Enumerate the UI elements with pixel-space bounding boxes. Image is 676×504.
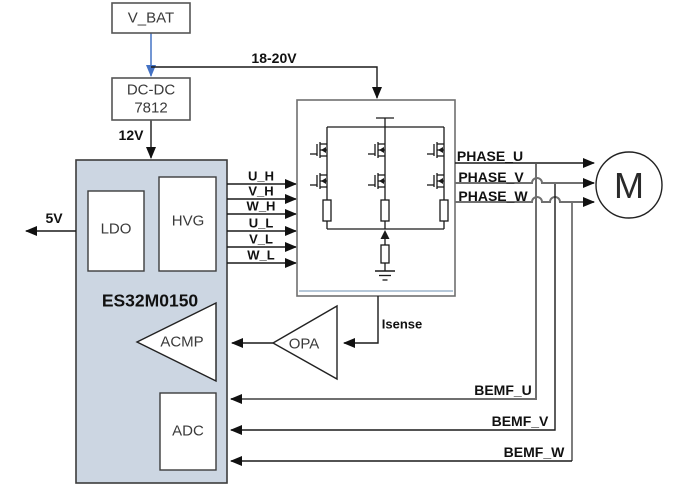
gate-wires [227,179,297,268]
dcdc-box [111,77,191,121]
gate-label-u-l: U_L [248,215,274,231]
motor-circle [595,151,663,219]
gate-label-w-l: W_L [247,247,275,263]
resistor-u [322,199,332,222]
gate-label-w-h: W_H [246,198,276,214]
dcdc-label-line1: DC-DC [126,81,176,99]
opa-label: OPA [288,335,320,353]
rail-12v-label: 12V [118,127,144,143]
gate-label-v-h: V_H [248,183,274,199]
ldo-label: LDO [100,220,132,238]
acmp-label: ACMP [160,333,204,351]
bemf-u-label: BEMF_U [474,382,532,398]
rail-18-20v-wire [151,66,382,99]
acmp-triangle [135,301,217,383]
ldo-box [87,190,145,272]
dcdc-label-line2: 7812 [134,99,168,117]
adc-box [159,392,217,471]
opa-triangle [271,304,338,381]
rail-18-20v-label: 18-20V [251,50,297,66]
vbat-box [111,2,191,34]
isense-wire [343,296,379,348]
phase-w-wire [455,196,595,207]
mosfet-bridge-box [296,99,456,297]
shunt-resistor [380,244,390,264]
resistor-w [439,199,449,222]
bemf-w-label: BEMF_W [503,444,565,460]
hvg-label: HVG [171,212,205,230]
hvg-box [158,176,217,272]
bridge-internals [309,117,449,281]
gate-label-u-h: U_H [247,168,275,184]
bemf-v-wire [230,184,556,435]
mcu-label: ES32M0150 [101,290,199,311]
shunt-up-arrow [380,230,390,239]
rail-5v-label: 5V [45,210,63,226]
bemf-u-wire [230,164,537,404]
gate-label-v-l: V_L [249,231,273,247]
phase-v-label: PHASE_V [458,169,524,185]
vbat-label: V_BAT [127,9,175,27]
phase-w-label: PHASE_W [458,188,528,204]
adc-label: ADC [172,422,204,440]
bemf-v-label: BEMF_V [491,413,549,429]
isense-label: Isense [381,316,423,332]
phase-u-label: PHASE_U [456,148,524,164]
motor-label: M [614,165,644,206]
resistor-v [380,199,390,222]
